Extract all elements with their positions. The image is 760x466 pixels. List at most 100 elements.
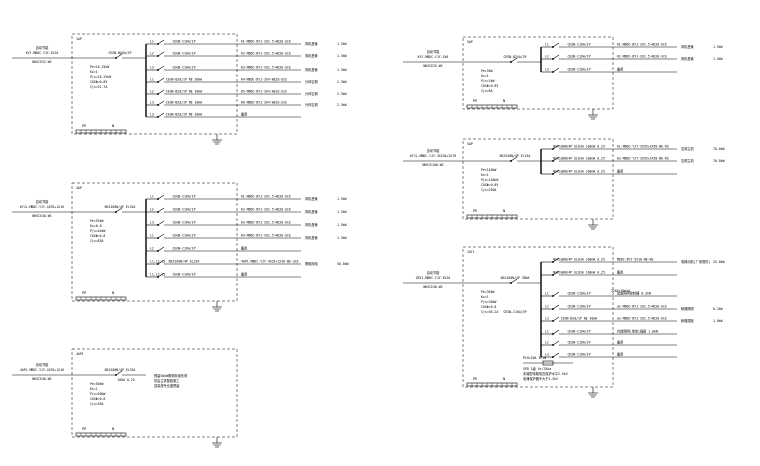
- breaker-icon: [551, 169, 560, 176]
- panel-code: 5AP: [467, 142, 473, 146]
- circuit-cable-label: 备用: [617, 67, 623, 72]
- load-calc-line: Kx=0.8: [90, 224, 102, 228]
- breaker-icon: [157, 272, 165, 278]
- load-calc-line: Kx=1: [90, 70, 98, 74]
- load-calc-line: Ijs=250A: [481, 188, 496, 192]
- circuit-cable-label: K2-MBDC-YJY-3X95+2X50-WE-RS: [617, 157, 669, 161]
- breaker-contact: [157, 51, 165, 57]
- circuit-use-label: 风机盘管: [305, 53, 318, 58]
- breaker-icon: [551, 42, 560, 48]
- load-calc-line: Kx=1: [481, 74, 489, 78]
- breaker-contact: [552, 169, 560, 175]
- circuit-breaker-label: CEGN-B20/1P NE 30mA: [166, 113, 203, 117]
- feeder-pipe: NHSCE40-WS: [32, 214, 51, 218]
- breaker-icon: [157, 207, 165, 214]
- panel-code: 1AP: [76, 37, 82, 41]
- breaker-contact: [157, 100, 165, 106]
- feeder-pipe: NHSCE40-WS: [32, 377, 51, 381]
- breaker-contact: [510, 156, 518, 162]
- main-breaker-label: NSX160N/4P EL25A: [105, 368, 136, 372]
- circuit-power-label: 1.5kW: [337, 236, 347, 240]
- feeder-spec: KYJL-MBDC-YJY-3X150+2X70: [410, 154, 456, 158]
- breaker-contact: [157, 112, 165, 118]
- ground-icon: [588, 219, 598, 230]
- panel-p3: 4AP1自动节能4AP1-MBDC-YJY-4X35+1X16NHSCE40-W…: [12, 348, 238, 448]
- breaker-icon: [551, 156, 560, 163]
- breaker-contact: [157, 246, 165, 252]
- breaker-pivot: [551, 319, 554, 322]
- circuit-breaker-label: CEGN-C16A/1P: [567, 341, 590, 345]
- feeder-label: 自动节能: [36, 199, 50, 204]
- breaker-icon: [551, 304, 560, 310]
- load-calc-line: COSΦ=0.8: [481, 305, 496, 309]
- breaker-contact: [157, 77, 165, 83]
- circuit-power-label: 1.5kW: [713, 57, 723, 61]
- breaker-contact: [552, 291, 560, 297]
- breaker-icon: [551, 67, 560, 74]
- load-calc-line: Pe=30kW: [481, 290, 495, 294]
- feeder-label: 自动节能: [36, 45, 50, 50]
- breaker-icon: [509, 57, 518, 63]
- breaker-contact: [157, 39, 165, 45]
- terminal-strip: [466, 104, 518, 109]
- panel-p1: 1AP自动节能KYJ-MBDC-YJY-5X10NHSCE32-WSCEGN-N…: [12, 33, 347, 145]
- breaker-pivot: [551, 45, 554, 48]
- breaker-pivot: [551, 273, 554, 276]
- n-terminal-label: N: [112, 427, 114, 431]
- circuit-cable-label: K4-MBDC-BYJ-3X4-WE20-SCE: [241, 78, 287, 82]
- circuit-phase: L2: [545, 55, 549, 59]
- load-calc-line: Pjs=3kW: [481, 79, 495, 83]
- circuit-cable-label: KI-MBDC-BYJ-3X2.5-WE20-SCE: [241, 195, 291, 199]
- circuit-breaker-label: CEGN-C16A/1P: [172, 208, 195, 212]
- breaker-icon: [551, 291, 560, 297]
- breaker-contact: [510, 278, 518, 284]
- panel-enclosure: [71, 33, 238, 135]
- breaker-contact: [157, 65, 165, 71]
- breaker-icon: [551, 270, 560, 276]
- circuit-cable-label: 智能照明控制器 0.2kW: [617, 291, 651, 296]
- breaker-pivot: [551, 294, 554, 297]
- load-calc-line: Ijs=83A: [90, 239, 104, 243]
- circuit-use-label: 风机盘管: [305, 196, 318, 201]
- circuit-power-label: 1.5kW: [337, 210, 347, 214]
- circuit-breaker-label: CEGN-B20/1P NE 30mA: [561, 317, 598, 321]
- load-calc-line: Pe=140kW: [481, 168, 496, 172]
- feeder-label: 自动节能: [427, 270, 441, 275]
- breaker-pivot: [551, 332, 554, 335]
- circuit-phase: L2: [150, 52, 154, 56]
- breaker-contact: [115, 370, 123, 376]
- breaker-icon: [509, 156, 518, 163]
- circuit-breaker-label: NSX100N/4P EL63A 100mA 0.25: [553, 145, 605, 149]
- circuit-power-label: 1.5kW: [337, 42, 347, 46]
- panel-enclosure: [462, 138, 614, 220]
- feeder-label: 自动节能: [427, 148, 441, 153]
- circuit-use-label: 风机盘管: [305, 67, 318, 72]
- circuit-phase: L3: [150, 101, 154, 105]
- circuit-power-label: 1.0kW: [713, 319, 723, 323]
- breaker-pivot: [551, 343, 554, 346]
- load-calc-line: Kx=1: [481, 295, 489, 299]
- breaker-pivot: [157, 198, 160, 201]
- circuit-phase: L1: [150, 195, 154, 199]
- feeder-spec: KYJL-MBDC-YJY-4X35+1X16: [20, 205, 64, 209]
- circuit-cable-label: 备用: [241, 246, 247, 251]
- circuit-use-label: 风机盘管: [305, 209, 318, 214]
- circuit-power-label: 70.0kW: [713, 159, 725, 163]
- breaker-icon: [551, 329, 560, 335]
- circuit-breaker-label: CEGN-C16A/1P: [567, 292, 590, 296]
- load-calc-line: Pjs=18.25kW: [90, 75, 111, 79]
- circuit-breaker-label: CEGN-C16A/1P: [172, 234, 195, 238]
- panel-p4: 5AP自动节能KYJ-MBDC-YJY-5X6NHSCE25-WSCEGN-B2…: [403, 36, 723, 120]
- load-calc-line: Pe=50kW: [90, 382, 104, 386]
- pe-terminal-label: PE: [82, 427, 86, 431]
- load-calc-line: COSΦ=0.85: [90, 80, 107, 84]
- circuit-power-label: 1.5kW: [337, 68, 347, 72]
- breaker-contact: [552, 352, 560, 358]
- load-calc-line: Pe=55kW: [90, 219, 104, 223]
